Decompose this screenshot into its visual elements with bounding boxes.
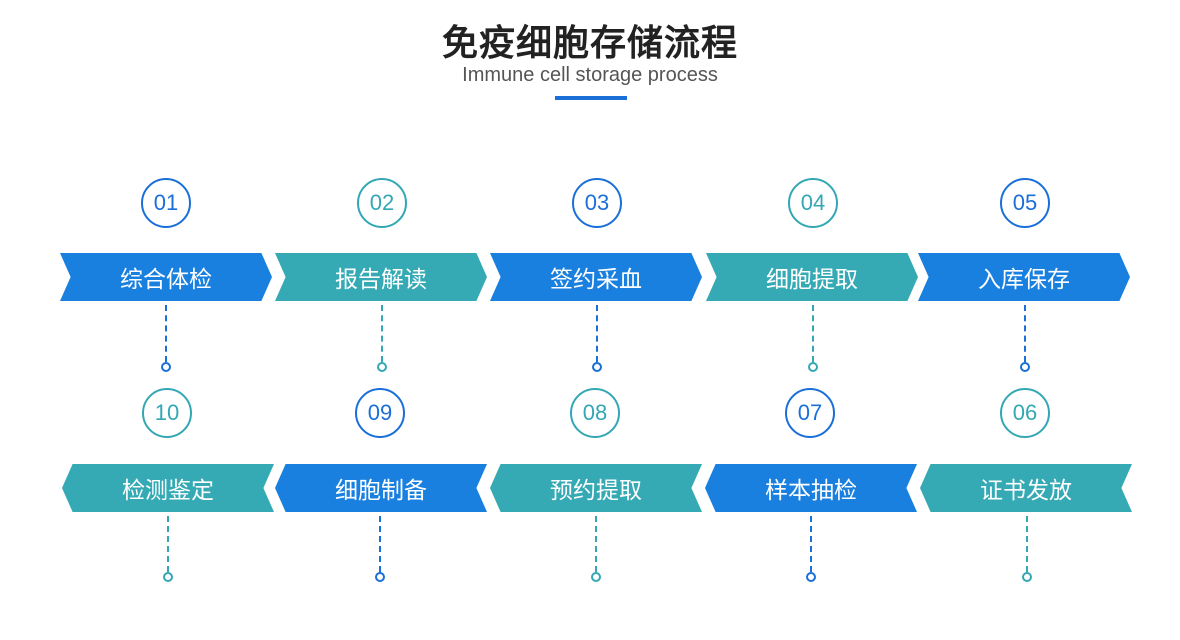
connector-dot-02 xyxy=(377,362,387,372)
step-label-01: 综合体检 xyxy=(120,267,212,293)
step-label-03: 签约采血 xyxy=(550,267,642,293)
connector-line-01 xyxy=(165,305,167,362)
connector-line-10 xyxy=(167,516,169,572)
page-title: 免疫细胞存储流程 xyxy=(441,23,738,64)
connector-dot-05 xyxy=(1020,362,1030,372)
connector-line-02 xyxy=(381,305,383,362)
step-number-10: 10 xyxy=(142,388,192,438)
connector-dot-03 xyxy=(592,362,602,372)
step-label-07: 样本抽检 xyxy=(765,478,857,504)
step-number-08: 08 xyxy=(570,388,620,438)
step-label-06: 证书发放 xyxy=(980,478,1072,504)
step-arrow-09: 细胞制备 xyxy=(275,464,487,512)
step-number-02: 02 xyxy=(357,178,407,228)
connector-line-03 xyxy=(596,305,598,362)
step-number-06: 06 xyxy=(1000,388,1050,438)
connector-line-09 xyxy=(379,516,381,572)
step-arrow-01: 综合体检 xyxy=(60,253,272,301)
connector-line-06 xyxy=(1026,516,1028,572)
step-arrow-07: 样本抽检 xyxy=(705,464,917,512)
connector-line-04 xyxy=(812,305,814,362)
step-number-04: 04 xyxy=(788,178,838,228)
step-number-03: 03 xyxy=(572,178,622,228)
connector-dot-01 xyxy=(161,362,171,372)
step-number-07: 07 xyxy=(785,388,835,438)
step-label-05: 入库保存 xyxy=(978,267,1070,293)
connector-dot-10 xyxy=(163,572,173,582)
step-label-08: 预约提取 xyxy=(550,478,642,504)
step-label-04: 细胞提取 xyxy=(766,267,858,293)
step-arrow-05: 入库保存 xyxy=(918,253,1130,301)
step-number-01: 01 xyxy=(141,178,191,228)
step-label-09: 细胞制备 xyxy=(335,478,427,504)
connector-line-05 xyxy=(1024,305,1026,362)
step-number-09: 09 xyxy=(355,388,405,438)
step-arrow-10: 检测鉴定 xyxy=(62,464,274,512)
connector-dot-07 xyxy=(806,572,816,582)
step-arrow-03: 签约采血 xyxy=(490,253,702,301)
connector-dot-08 xyxy=(591,572,601,582)
connector-dot-04 xyxy=(808,362,818,372)
step-label-10: 检测鉴定 xyxy=(122,478,214,504)
connector-line-08 xyxy=(595,516,597,572)
title-underline xyxy=(555,96,627,100)
step-number-05: 05 xyxy=(1000,178,1050,228)
connector-dot-09 xyxy=(375,572,385,582)
step-arrow-02: 报告解读 xyxy=(275,253,487,301)
connector-dot-06 xyxy=(1022,572,1032,582)
step-arrow-06: 证书发放 xyxy=(920,464,1132,512)
step-label-02: 报告解读 xyxy=(335,267,427,293)
step-arrow-08: 预约提取 xyxy=(490,464,702,512)
connector-line-07 xyxy=(810,516,812,572)
step-arrow-04: 细胞提取 xyxy=(706,253,918,301)
page-subtitle: Immune cell storage process xyxy=(462,64,718,86)
